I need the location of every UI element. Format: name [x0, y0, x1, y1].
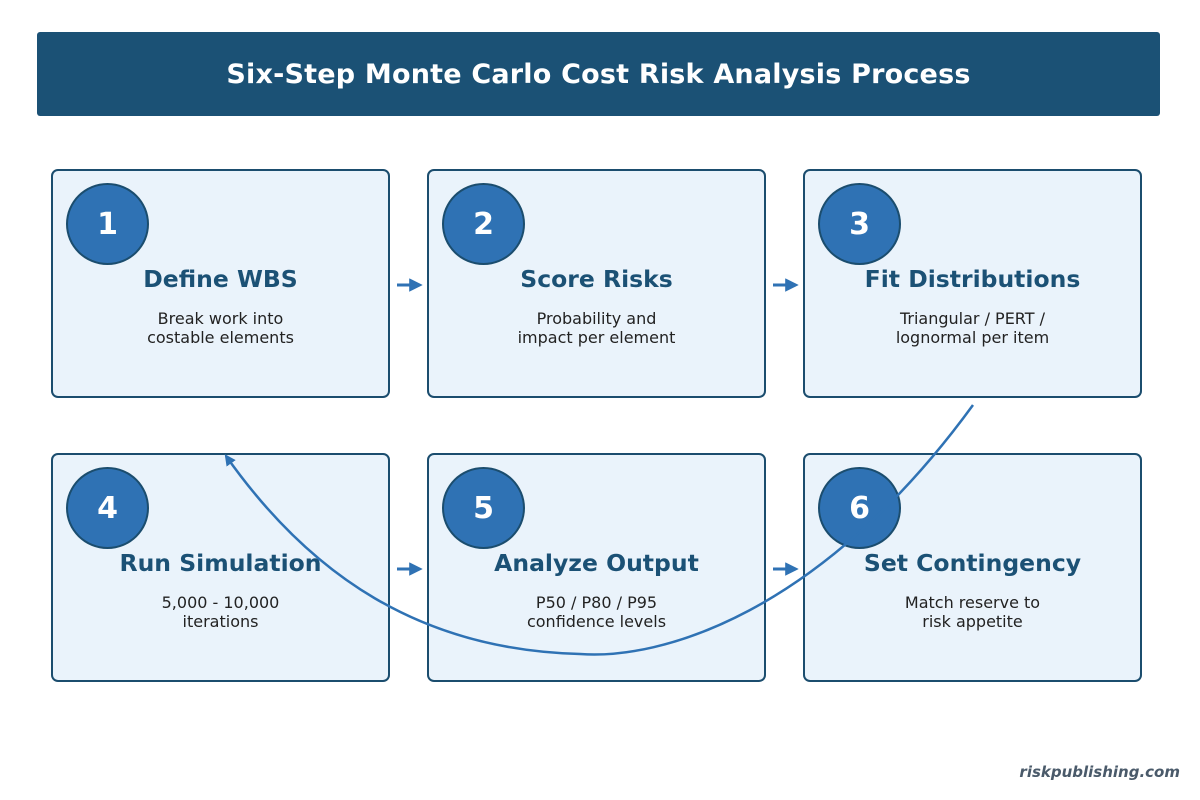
step-description: Triangular / PERT / lognormal per item: [805, 309, 1140, 347]
step-card-2: 2 Score Risks Probability and impact per…: [427, 169, 766, 398]
step-card-4: 4 Run Simulation 5,000 - 10,000 iteratio…: [51, 453, 390, 682]
step-number-badge: 6: [818, 467, 901, 549]
step-description: Probability and impact per element: [429, 309, 764, 347]
step-number-badge: 3: [818, 183, 901, 265]
step-description: Break work into costable elements: [53, 309, 388, 347]
step-title: Set Contingency: [863, 549, 1082, 577]
step-description-line: Triangular / PERT /: [899, 309, 1046, 328]
brand-watermark: riskpublishing.com: [1019, 763, 1180, 781]
step-description-line: Break work into: [157, 309, 284, 328]
step-description-line: Match reserve to: [904, 593, 1041, 612]
step-description-line: iterations: [182, 612, 259, 631]
diagram-title: Six-Step Monte Carlo Cost Risk Analysis …: [226, 58, 971, 90]
step-title: Define WBS: [143, 265, 298, 293]
step-description-line: confidence levels: [526, 612, 667, 631]
step-card-6: 6 Set Contingency Match reserve to risk …: [803, 453, 1142, 682]
step-description-line: P50 / P80 / P95: [535, 593, 658, 612]
step-description-line: 5,000 - 10,000: [161, 593, 280, 612]
step-description-line: costable elements: [147, 328, 294, 347]
step-title: Analyze Output: [494, 549, 699, 577]
step-description-line: risk appetite: [922, 612, 1023, 631]
step-description-line: Probability and: [536, 309, 657, 328]
step-number-badge: 1: [66, 183, 149, 265]
step-number-badge: 5: [442, 467, 525, 549]
step-number-badge: 4: [66, 467, 149, 549]
step-description: 5,000 - 10,000 iterations: [53, 593, 388, 631]
step-title: Fit Distributions: [864, 265, 1081, 293]
step-title: Run Simulation: [119, 549, 322, 577]
step-number-badge: 2: [442, 183, 525, 265]
step-description: Match reserve to risk appetite: [805, 593, 1140, 631]
step-description: P50 / P80 / P95 confidence levels: [429, 593, 764, 631]
step-card-5: 5 Analyze Output P50 / P80 / P95 confide…: [427, 453, 766, 682]
step-title: Score Risks: [520, 265, 673, 293]
step-description-line: lognormal per item: [895, 328, 1050, 347]
step-card-3: 3 Fit Distributions Triangular / PERT / …: [803, 169, 1142, 398]
step-description-line: impact per element: [517, 328, 676, 347]
step-card-1: 1 Define WBS Break work into costable el…: [51, 169, 390, 398]
title-banner: Six-Step Monte Carlo Cost Risk Analysis …: [37, 32, 1160, 116]
